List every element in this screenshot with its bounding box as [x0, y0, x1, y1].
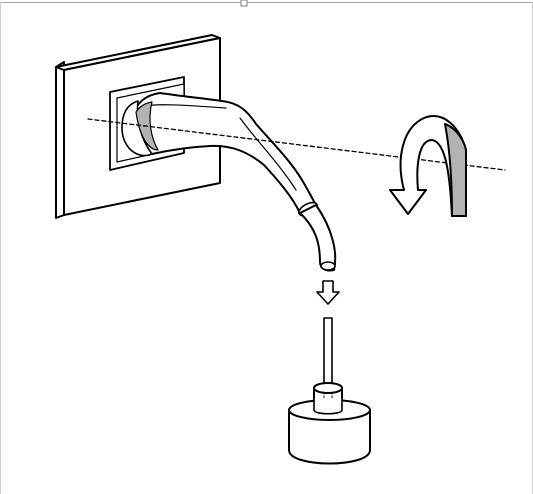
- down-arrow-icon: [316, 280, 340, 305]
- hose-end: [320, 261, 336, 271]
- hose: [299, 204, 337, 272]
- spout-contour-2: [239, 117, 297, 191]
- tool-base: [288, 409, 371, 465]
- tool-rod: [323, 317, 333, 391]
- tool-collar-top: [313, 382, 343, 394]
- tool: [288, 317, 371, 465]
- spout-body: [130, 92, 317, 214]
- rotate-arrow-back-band: [444, 123, 467, 217]
- rotate-arrow: [389, 115, 467, 217]
- rotation-axis: [87, 118, 506, 171]
- selection-handle[interactable]: [240, 0, 248, 7]
- wall-plate-side: [55, 61, 65, 219]
- tool-collar-front: [313, 397, 343, 415]
